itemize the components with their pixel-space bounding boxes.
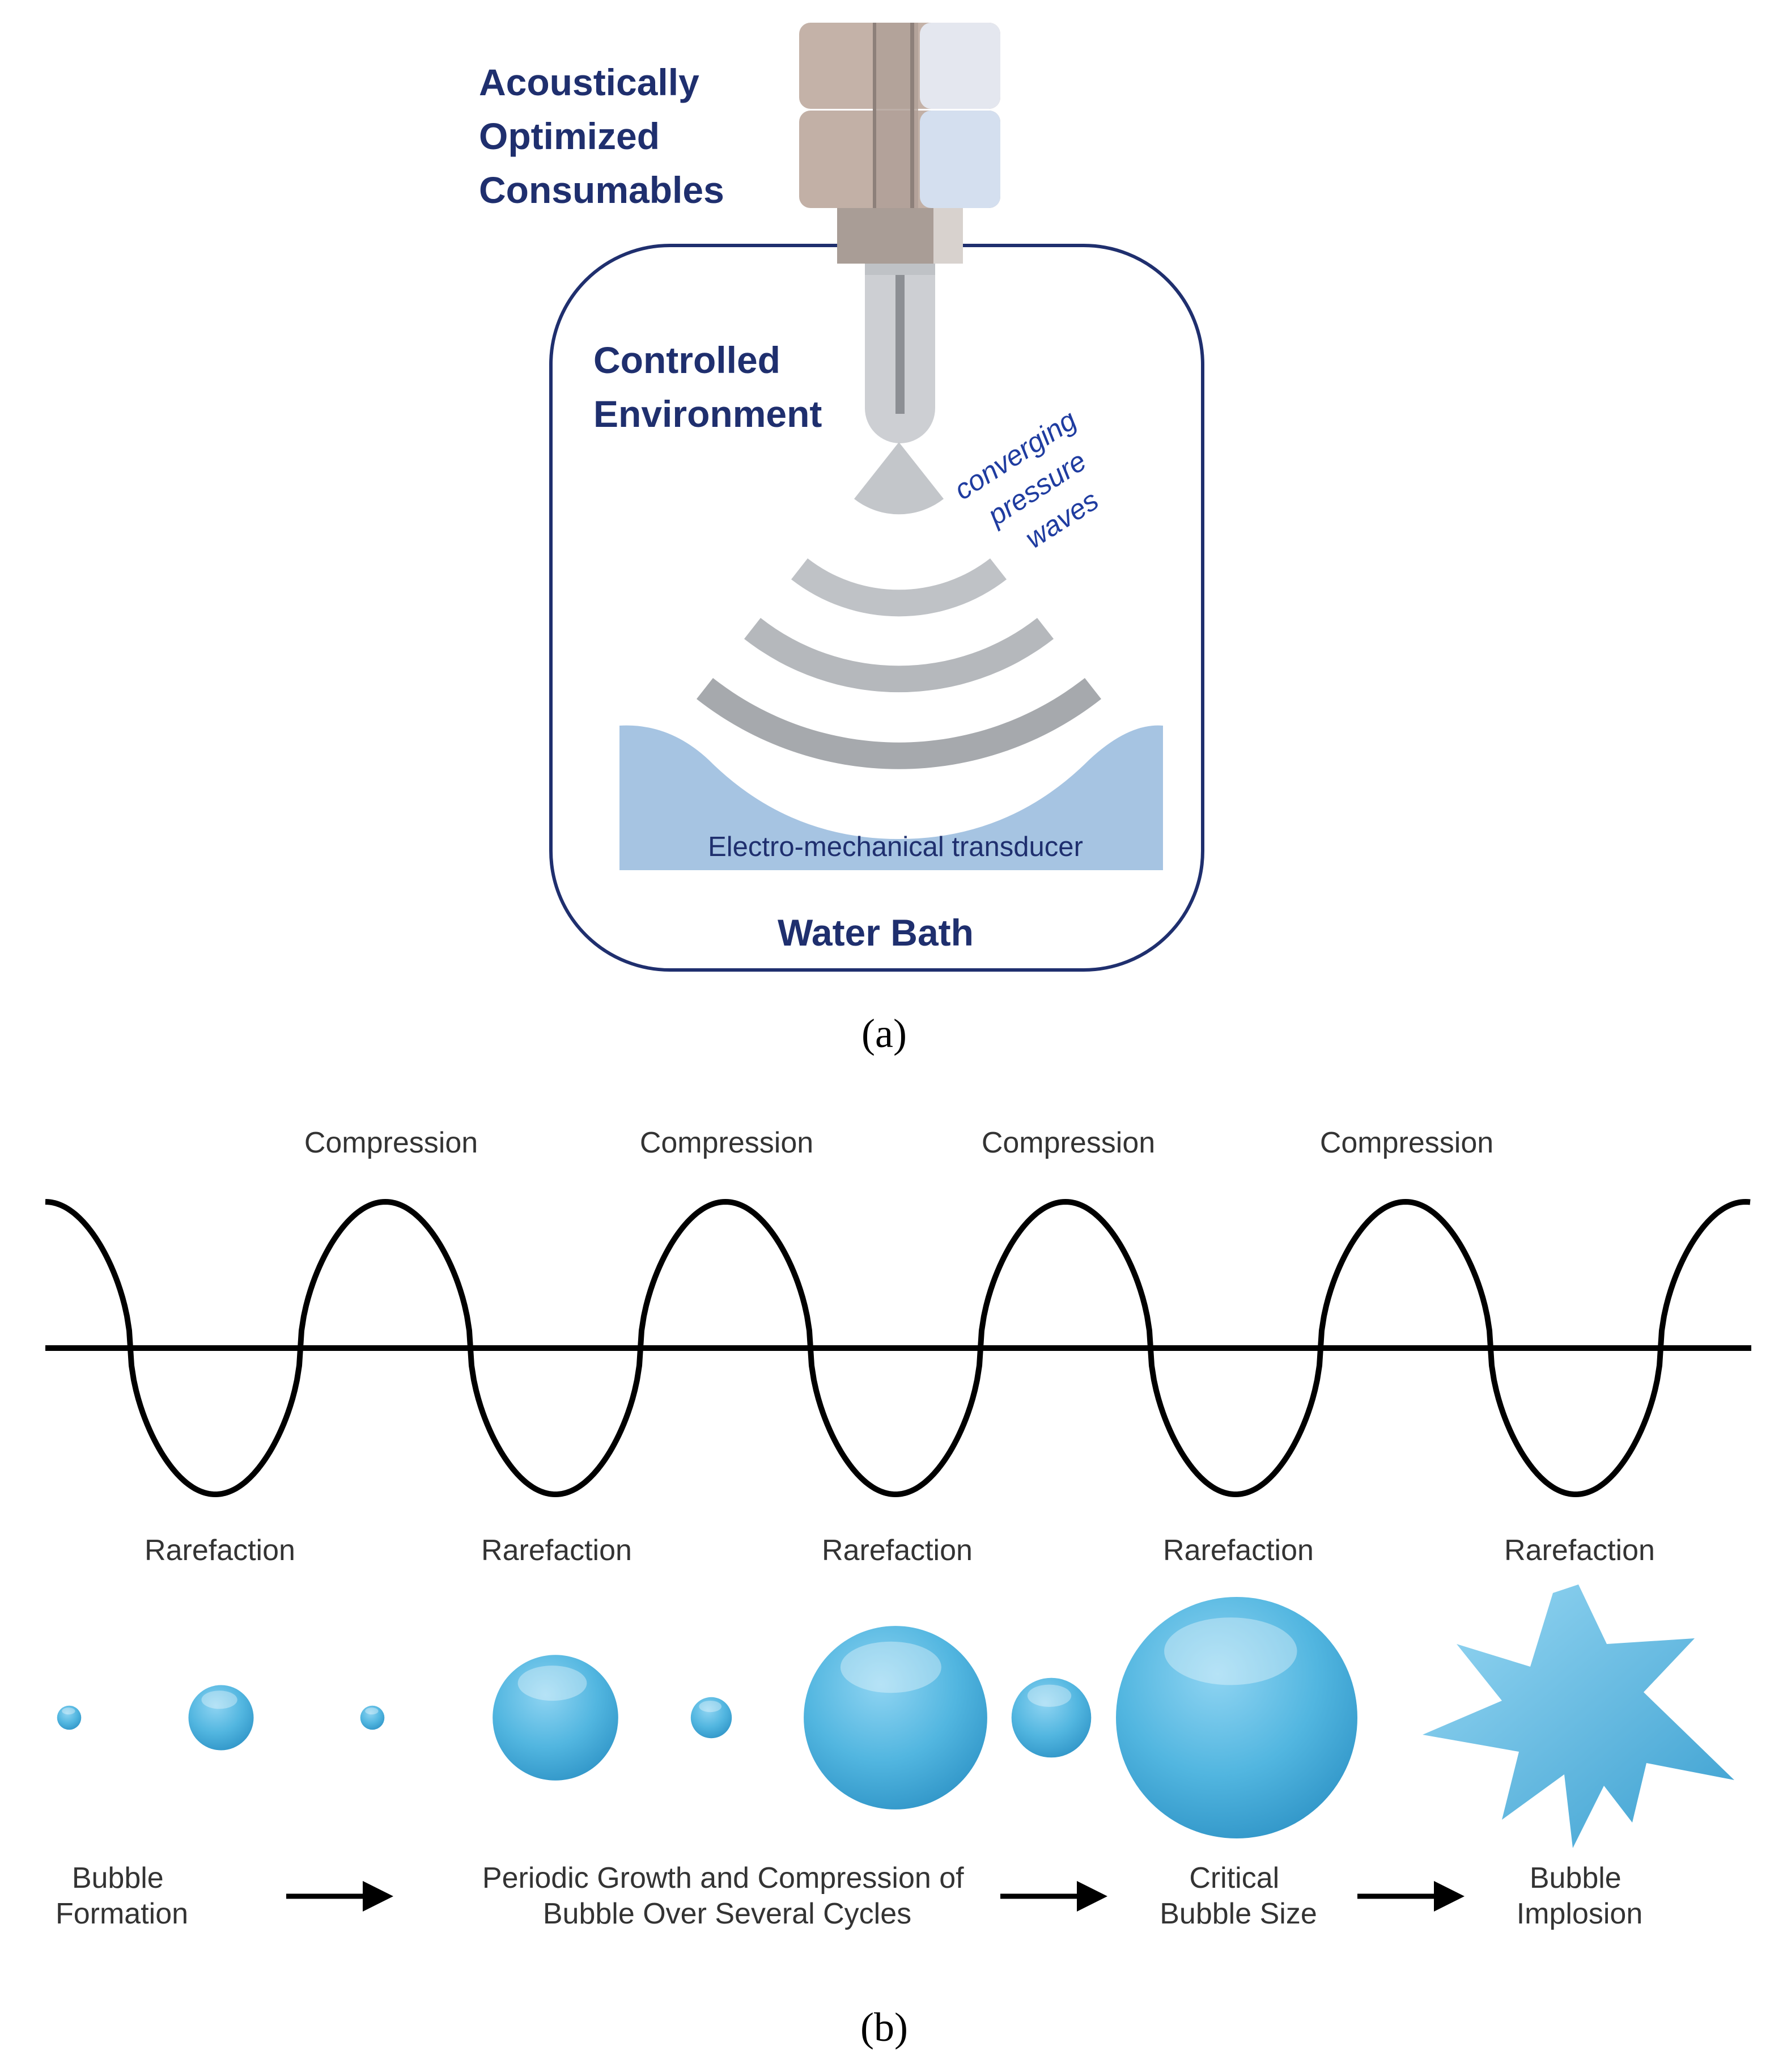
bubble-highlight <box>840 1641 941 1693</box>
rarefaction-label: Rarefaction <box>1163 1534 1314 1567</box>
compression-label: Compression <box>982 1126 1155 1159</box>
panel-a: Acoustically Optimized Consumables Contr… <box>479 23 1204 1056</box>
bubble-highlight <box>1027 1684 1072 1707</box>
bubble-icon <box>360 1705 385 1730</box>
pressure-waves <box>697 442 1101 769</box>
bubble-row <box>57 1597 1357 1838</box>
pressure-wave-2 <box>791 558 1007 617</box>
panel-a-caption: (a) <box>861 1011 907 1056</box>
compression-labels: Compression Compression Compression Comp… <box>304 1126 1493 1159</box>
waves-label: converging pressure waves <box>949 400 1132 573</box>
compression-label: Compression <box>640 1126 813 1159</box>
bubble-implosion-icon <box>1423 1584 1734 1848</box>
bubble-highlight <box>201 1690 237 1709</box>
stage-label-growth: Periodic Growth and Compression of Bubbl… <box>482 1862 972 1930</box>
compression-label: Compression <box>1320 1126 1493 1159</box>
bubble-icon <box>1116 1597 1357 1838</box>
bubble-icon <box>690 1697 732 1739</box>
pressure-wave-1 <box>854 442 944 515</box>
compression-label: Compression <box>304 1126 478 1159</box>
bubble-highlight <box>699 1701 722 1713</box>
bubble-highlight <box>62 1707 75 1715</box>
bubble-icon <box>493 1655 618 1781</box>
rarefaction-label: Rarefaction <box>481 1534 632 1567</box>
bubble-icon <box>804 1626 987 1810</box>
consumables-label: Acoustically Optimized Consumables <box>479 61 724 211</box>
bubble-icon <box>1011 1677 1092 1758</box>
consumable-tube-icon <box>799 23 1000 443</box>
bubble-highlight <box>517 1666 587 1701</box>
rarefaction-label: Rarefaction <box>145 1534 295 1567</box>
stage-labels: Bubble Formation Periodic Growth and Com… <box>56 1862 1642 1930</box>
bubble-highlight <box>365 1707 379 1715</box>
rarefaction-labels: Rarefaction Rarefaction Rarefaction Rare… <box>145 1534 1655 1567</box>
pressure-wave-4 <box>697 678 1101 769</box>
transducer-label: Electro-mechanical transducer <box>708 832 1083 862</box>
panel-b: Compression Compression Compression Comp… <box>45 1126 1751 2050</box>
stage-label-formation: Bubble Formation <box>56 1862 188 1930</box>
bubble-icon <box>57 1705 82 1730</box>
water-bath-label: Water Bath <box>778 912 974 954</box>
bubble-highlight <box>1164 1617 1297 1685</box>
environment-label: Controlled Environment <box>593 339 822 435</box>
rarefaction-label: Rarefaction <box>1504 1534 1655 1567</box>
pressure-wave-3 <box>744 618 1054 693</box>
transducer-block <box>619 725 1163 870</box>
bubble-icon <box>188 1685 254 1751</box>
stage-label-critical: Critical Bubble Size <box>1160 1862 1317 1930</box>
panel-b-caption: (b) <box>860 2005 908 2050</box>
rarefaction-label: Rarefaction <box>822 1534 973 1567</box>
pressure-wave-curve <box>45 1199 1751 1497</box>
stage-label-implosion: Bubble Implosion <box>1517 1862 1643 1930</box>
